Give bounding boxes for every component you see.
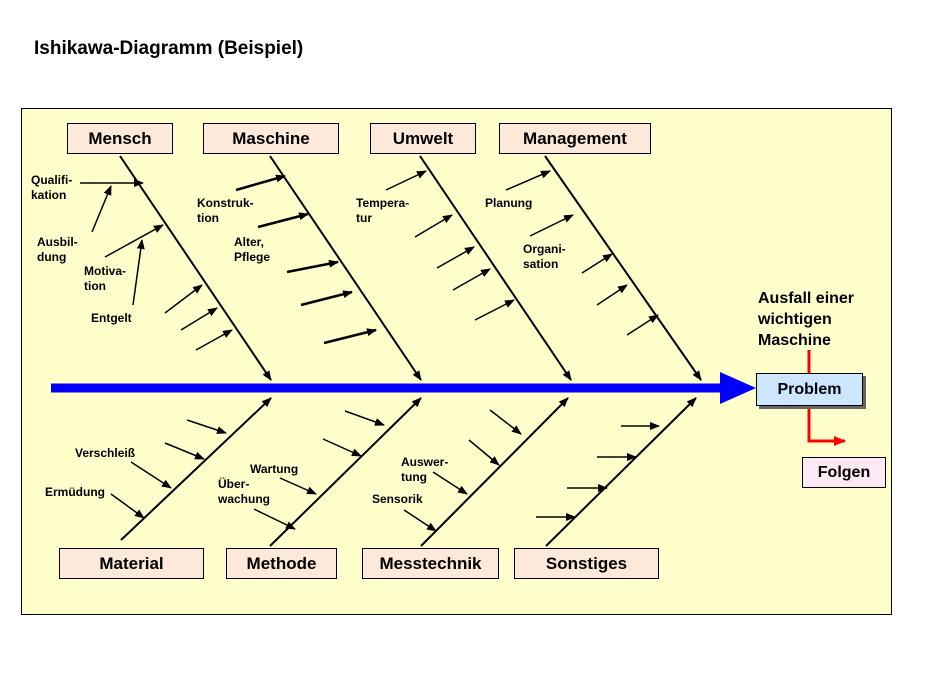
maschine-cause-arrows: [235, 174, 377, 345]
cause-ausbildung: Ausbil- dung: [37, 235, 78, 264]
spine-arrowhead: [720, 372, 756, 404]
management-cause-arrows: [505, 170, 659, 336]
bone-methode: [269, 397, 422, 547]
cause-ermuedung: Ermüdung: [45, 485, 105, 499]
bone-sonstiges: [545, 397, 697, 547]
cause-verschleiss: Verschleiß: [75, 446, 136, 460]
category-mensch: Mensch: [67, 123, 173, 154]
bone-messtechnik: [420, 397, 569, 547]
cause-sensorik: Sensorik: [372, 492, 423, 506]
cause-motivation: Motiva- tion: [84, 264, 126, 293]
diagram-panel: [21, 108, 892, 615]
cause-temperatur: Tempera- tur: [356, 196, 410, 225]
category-material: Material: [59, 548, 204, 579]
messtechnik-cause-arrows: [403, 409, 522, 532]
category-methode: Methode: [226, 548, 337, 579]
problem-box: Problem: [756, 373, 863, 406]
bone-material: [120, 397, 272, 541]
page-title: Ishikawa-Diagramm (Beispiel): [34, 38, 304, 59]
bone-maschine: [269, 155, 422, 381]
cause-wartung: Wartung: [250, 462, 299, 476]
bone-umwelt: [419, 155, 572, 381]
cause-auswertung: Auswer- tung: [401, 455, 449, 484]
category-messtechnik: Messtechnik: [362, 548, 499, 579]
cause-planung: Planung: [485, 196, 533, 210]
cause-qualifikation: Qualifi- kation: [31, 173, 73, 202]
material-cause-arrows: [110, 419, 227, 519]
cause-ueberwachung: Über- wachung: [218, 477, 271, 506]
category-management: Management: [499, 123, 651, 154]
cause-konstruktion: Konstruk- tion: [197, 196, 254, 225]
cause-entgelt: Entgelt: [91, 311, 132, 325]
effect-description: Ausfall einer wichtigen Maschine: [758, 290, 855, 349]
category-umwelt: Umwelt: [370, 123, 476, 154]
methode-cause-arrows: [253, 410, 385, 530]
cause-alter-pflege: Alter, Pflege: [234, 235, 271, 264]
category-maschine: Maschine: [203, 123, 339, 154]
mensch-cause-arrows: [80, 179, 233, 351]
cause-organisation: Organi- sation: [523, 242, 566, 271]
sonstiges-cause-arrows: [536, 422, 660, 521]
consequence-box: Folgen: [802, 457, 886, 488]
category-sonstiges: Sonstiges: [514, 548, 659, 579]
bone-mensch: [119, 155, 272, 381]
umwelt-cause-arrows: [385, 170, 515, 321]
bone-management: [544, 155, 702, 381]
